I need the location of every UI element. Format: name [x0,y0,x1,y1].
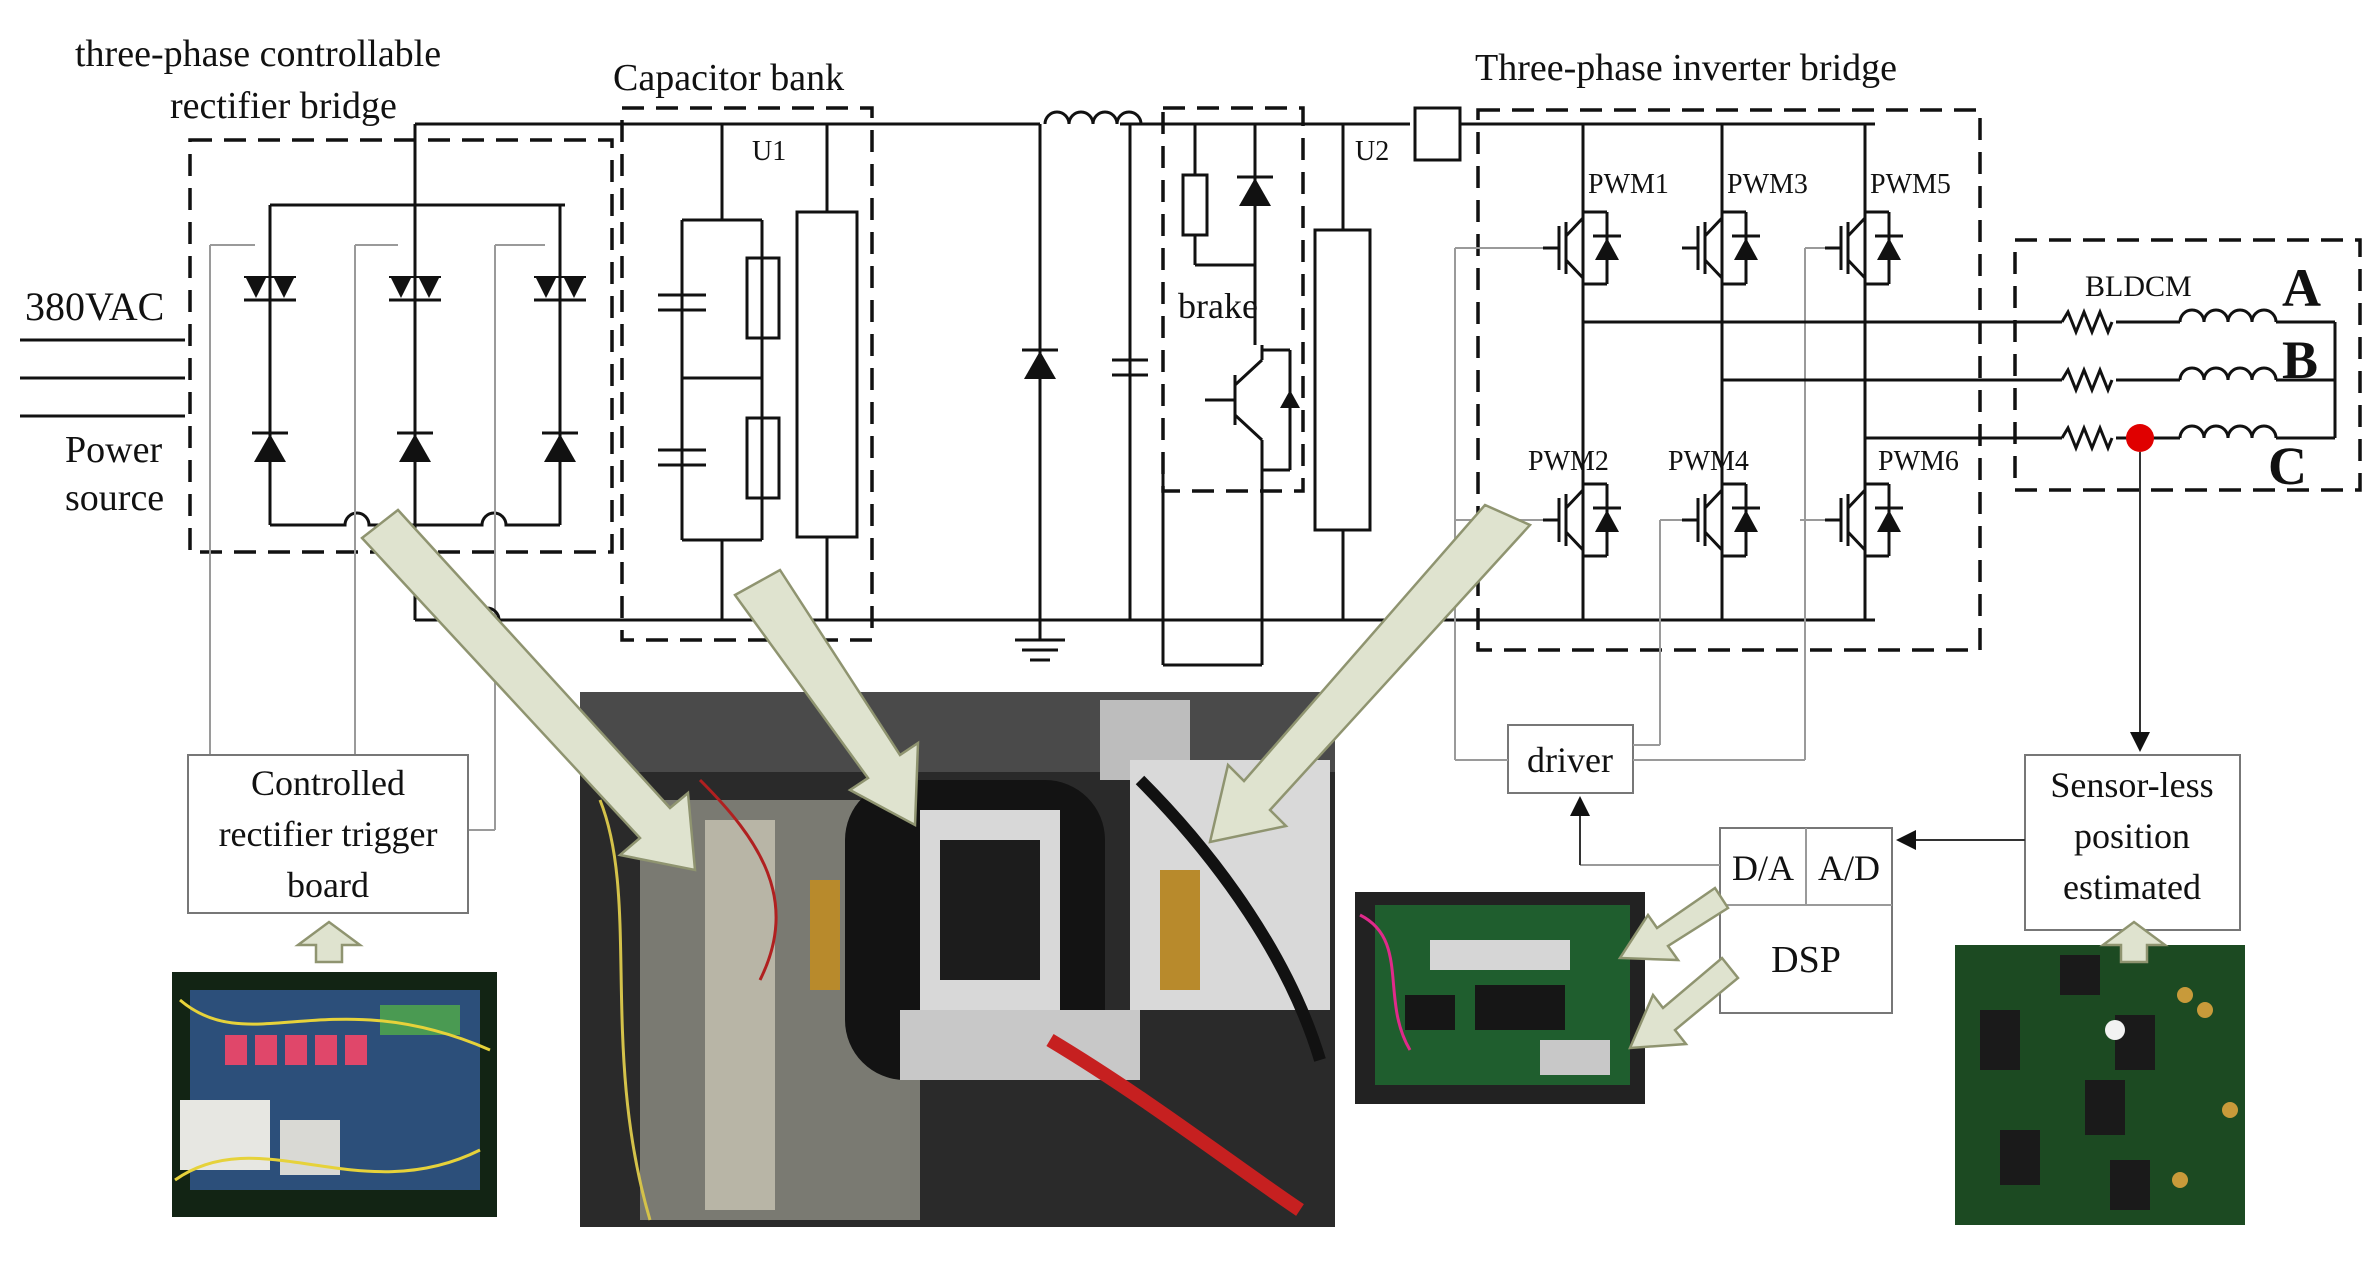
sensorless-line3: estimated [2063,867,2201,907]
pwm4-label: PWM4 [1668,446,1749,477]
ad-label: A/D [1818,848,1880,888]
sensorless-line2: position [2074,816,2190,856]
pwm2-label: PWM2 [1528,446,1609,477]
callout-arrows [294,503,2169,1050]
power-source: 380VAC Power source [20,284,185,519]
trigger-line2: rectifier trigger [219,814,438,854]
source-label-line2: source [65,477,164,519]
pwm6-label: PWM6 [1878,446,1959,477]
rectifier-title-line1: three-phase controllable [75,33,441,75]
driver-box: driver [1507,724,1634,794]
phase-a-label: A [2282,258,2321,318]
pwm5-label: PWM5 [1870,169,1951,200]
source-voltage-label: 380VAC [25,284,164,329]
power-stage-photo [580,692,1335,1227]
trigger-board-box: Controlled rectifier trigger board [187,754,469,914]
inverter-bridge: PWM1 PWM3 PWM5 PWM2 PWM4 PWM6 [1454,108,1982,760]
u1-label: U1 [752,136,786,167]
estimator-board-photo [1955,945,2245,1225]
da-label: D/A [1732,848,1794,888]
rectifier-title-line2: rectifier bridge [170,85,397,127]
source-label-line1: Power [65,429,162,471]
trigger-board-photo [172,972,497,1217]
pwm1-label: PWM1 [1588,169,1669,200]
dsp-box: D/A A/D DSP [1719,827,1893,1014]
sensorless-line1: Sensor-less [2050,765,2213,805]
brake-label: brake [1178,286,1258,326]
sensorless-estimator-box: Sensor-less position estimated [2024,754,2241,931]
driver-label: driver [1527,740,1613,780]
motor-label: BLDCM [2085,270,2192,303]
brake-circuit: brake [1161,106,1305,667]
trigger-line3: board [287,865,369,905]
rectifier-bridge [188,138,614,831]
capacitor-bank: U1 [620,106,874,642]
pwm3-label: PWM3 [1727,169,1808,200]
bldc-motor: BLDCM A B C [2013,238,2362,496]
capacitor-bank-title: Capacitor bank [613,57,844,99]
phase-b-label: B [2282,330,2318,390]
inverter-title: Three-phase inverter bridge [1475,47,1897,89]
u2-label: U2 [1355,136,1389,167]
trigger-line1: Controlled [251,763,405,803]
phase-c-label: C [2268,436,2307,496]
dsp-label: DSP [1771,939,1841,981]
sensor-point [2126,424,2154,452]
dsp-board-photo [1355,892,1645,1104]
